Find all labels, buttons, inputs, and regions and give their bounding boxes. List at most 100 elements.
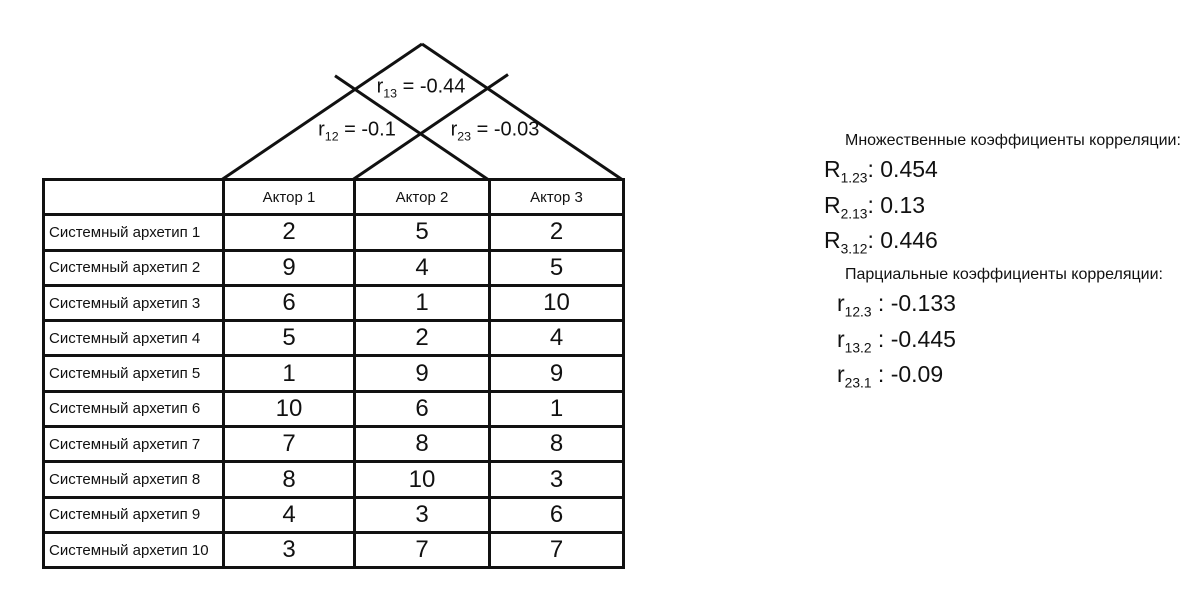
multiple-coefficient: R1.23: 0.454 bbox=[824, 156, 938, 192]
multiple-coefficient-value: : 0.13 bbox=[867, 191, 926, 218]
partial-coefficient-symbol: r bbox=[837, 325, 845, 352]
cell-value: 1 bbox=[488, 389, 625, 429]
multiple-coefficient-symbol: R bbox=[824, 156, 841, 182]
cell-value: 4 bbox=[488, 319, 625, 358]
roof-r13-value: = -0.44 bbox=[397, 75, 466, 98]
cell-value: 9 bbox=[222, 248, 356, 287]
partial-coefficient-symbol: r bbox=[837, 361, 845, 388]
roof-r13-subscript: 13 bbox=[383, 86, 398, 101]
table-header-row: Актор 1 Актор 2 Актор 3 bbox=[42, 177, 625, 217]
cell-value: 2 bbox=[222, 213, 356, 252]
roof-outer-right-line bbox=[421, 42, 623, 181]
partial-coefficients-title: Парциальные коэффициенты корреляции: bbox=[845, 266, 1163, 283]
cell-value: 8 bbox=[353, 425, 491, 464]
roof-inner-left-line bbox=[352, 73, 509, 181]
cell-value: 7 bbox=[353, 530, 491, 570]
cell-value: 7 bbox=[222, 425, 356, 464]
partial-coefficient-value: : -0.09 bbox=[871, 361, 944, 388]
roof-r13-symbol: r bbox=[376, 75, 384, 98]
partial-coefficient: r13.2 : -0.445 bbox=[837, 326, 956, 362]
row-label: Системный архетип 8 bbox=[42, 460, 225, 499]
cell-value: 6 bbox=[222, 283, 356, 323]
roof-cell-r12: r12 = -0.1 bbox=[318, 119, 396, 142]
cell-value: 3 bbox=[222, 530, 356, 570]
cell-value: 1 bbox=[222, 354, 356, 393]
cell-value: 6 bbox=[488, 495, 625, 534]
corner-cell bbox=[42, 177, 225, 217]
row-label: Системный архетип 3 bbox=[42, 283, 225, 323]
cell-value: 4 bbox=[222, 495, 356, 534]
partial-coefficient-subscript: 13.2 bbox=[844, 340, 872, 356]
cell-value: 2 bbox=[488, 213, 625, 252]
multiple-coefficient-value: : 0.454 bbox=[867, 156, 938, 182]
cell-value: 9 bbox=[488, 354, 625, 393]
cell-value: 2 bbox=[353, 319, 491, 358]
row-label: Системный архетип 1 bbox=[42, 213, 225, 252]
partial-coefficient: r23.1 : -0.09 bbox=[837, 361, 956, 397]
roof-r12-symbol: r bbox=[318, 118, 325, 141]
row-label: Системный архетип 9 bbox=[42, 495, 225, 534]
roof-r23-value: = -0.03 bbox=[471, 118, 540, 141]
cell-value: 10 bbox=[222, 389, 356, 429]
data-table: Актор 1 Актор 2 Актор 3 Системный архети… bbox=[42, 177, 625, 570]
cell-value: 10 bbox=[353, 460, 491, 499]
partial-coefficient: r12.3 : -0.133 bbox=[837, 290, 956, 326]
cell-value: 4 bbox=[353, 248, 491, 287]
cell-value: 1 bbox=[353, 283, 491, 323]
cell-value: 3 bbox=[353, 495, 491, 534]
row-label: Системный архетип 5 bbox=[42, 354, 225, 393]
roof-cell-r13: r13 = -0.44 bbox=[377, 76, 466, 99]
partial-coefficient-value: : -0.133 bbox=[871, 290, 956, 316]
cell-value: 7 bbox=[488, 530, 625, 570]
multiple-coefficient: R3.12: 0.446 bbox=[824, 227, 938, 263]
multiple-coefficient-subscript: 2.13 bbox=[840, 206, 868, 222]
roof-r23-subscript: 23 bbox=[457, 129, 472, 144]
cell-value: 5 bbox=[488, 248, 625, 287]
cell-value: 8 bbox=[488, 425, 625, 464]
roof-inner-right-line bbox=[334, 74, 489, 181]
column-header-aktor-1: Актор 1 bbox=[222, 177, 356, 217]
cell-value: 10 bbox=[488, 283, 625, 323]
roof-r12-value: = -0.1 bbox=[338, 118, 396, 141]
roof-r23-symbol: r bbox=[450, 118, 458, 141]
cell-value: 5 bbox=[222, 319, 356, 358]
row-label: Системный архетип 4 bbox=[42, 319, 225, 358]
cell-value: 9 bbox=[353, 354, 491, 393]
multiple-coefficient-value: : 0.446 bbox=[867, 227, 938, 254]
roof-outer-left-line bbox=[221, 42, 423, 181]
multiple-coefficients-title: Множественные коэффициенты корреляции: bbox=[845, 132, 1181, 149]
cell-value: 8 bbox=[222, 460, 356, 499]
partial-coefficient-symbol: r bbox=[837, 290, 845, 316]
partial-coefficient-value: : -0.445 bbox=[871, 325, 956, 352]
multiple-coefficient-subscript: 3.12 bbox=[840, 241, 868, 257]
column-header-aktor-2: Актор 2 bbox=[353, 177, 491, 217]
cell-value: 3 bbox=[488, 460, 625, 499]
roof-r12-subscript: 12 bbox=[324, 129, 339, 144]
multiple-coefficient-subscript: 1.23 bbox=[840, 170, 868, 186]
cell-value: 6 bbox=[353, 389, 491, 429]
partial-coefficient-subscript: 12.3 bbox=[844, 304, 872, 320]
multiple-coefficient: R2.13: 0.13 bbox=[824, 192, 938, 228]
column-header-aktor-3: Актор 3 bbox=[488, 177, 625, 217]
partial-coefficient-subscript: 23.1 bbox=[844, 375, 872, 391]
row-label: Системный архетип 2 bbox=[42, 248, 225, 287]
multiple-coefficient-symbol: R bbox=[824, 191, 841, 218]
multiple-coefficient-symbol: R bbox=[824, 227, 841, 254]
row-label: Системный архетип 6 bbox=[42, 389, 225, 429]
roof-cell-r23: r23 = -0.03 bbox=[451, 119, 540, 142]
